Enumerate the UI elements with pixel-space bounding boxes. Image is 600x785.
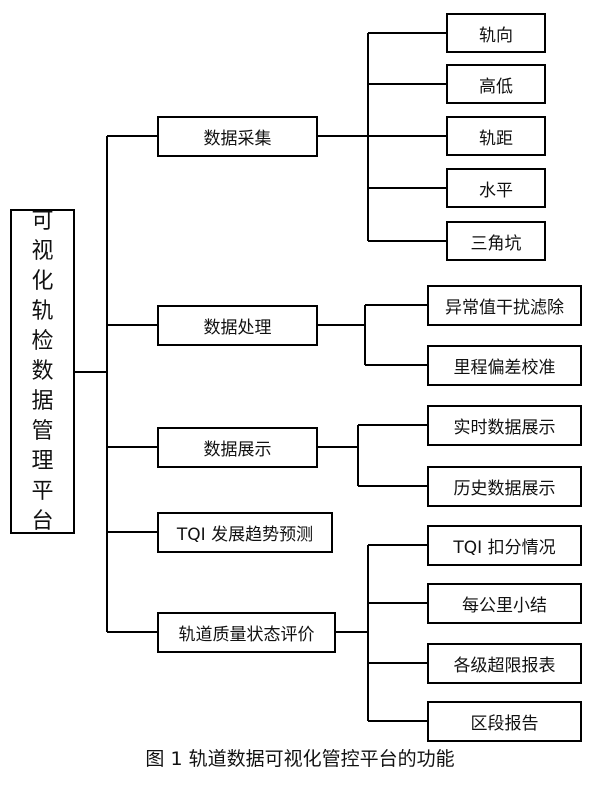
leaf-node: 三角坑 [446, 221, 546, 261]
root-label-char: 可 [31, 208, 54, 234]
leaf-label: 轨距 [479, 128, 513, 149]
leaf-label: 里程偏差校准 [453, 358, 556, 378]
group-label: 数据采集 [203, 129, 272, 149]
group-label: 轨道质量状态评价 [178, 625, 315, 645]
root-label-char: 轨 [31, 298, 54, 324]
leaf-node: 水平 [446, 168, 546, 208]
leaf-label: 区段报告 [470, 714, 539, 734]
leaf-label: 历史数据展示 [453, 479, 556, 499]
leaf-node: 轨距 [446, 116, 546, 156]
group-label: 数据处理 [203, 318, 272, 338]
figure-caption: 图 1 轨道数据可视化管控平台的功能 [145, 748, 455, 770]
leaf-node: 异常值干扰滤除 [427, 285, 582, 326]
root-label-char: 视 [31, 238, 54, 264]
group-data-processing: 数据处理 [157, 305, 318, 346]
leaf-node: TQI 扣分情况 [427, 525, 582, 566]
root-label-char: 化 [31, 268, 54, 294]
group-tqi-trend-prediction: TQI 发展趋势预测 [157, 512, 333, 553]
leaf-label: 每公里小结 [462, 596, 547, 616]
root-label: 可视化轨检数据管理平台 [31, 207, 53, 537]
leaf-node: 实时数据展示 [427, 405, 582, 446]
group-track-quality-evaluation: 轨道质量状态评价 [157, 612, 336, 653]
group-label: 数据展示 [203, 440, 272, 460]
leaf-node: 轨向 [446, 13, 546, 53]
group-label: TQI 发展趋势预测 [176, 525, 314, 545]
leaf-node: 里程偏差校准 [427, 345, 582, 386]
leaf-node: 各级超限报表 [427, 643, 582, 684]
leaf-label: 水平 [479, 180, 513, 201]
leaf-label: 实时数据展示 [453, 418, 556, 438]
root-label-char: 平 [31, 478, 54, 504]
root-label-char: 台 [31, 508, 54, 534]
leaf-label: TQI 扣分情况 [453, 538, 556, 558]
leaf-node: 高低 [446, 64, 546, 104]
group-data-collection: 数据采集 [157, 116, 318, 157]
leaf-label: 高低 [479, 76, 513, 97]
root-label-char: 据 [31, 388, 54, 414]
root-label-char: 管 [31, 418, 54, 444]
root-label-char: 检 [31, 328, 54, 354]
leaf-node: 历史数据展示 [427, 466, 582, 507]
root-node: 可视化轨检数据管理平台 [10, 209, 75, 534]
group-data-display: 数据展示 [157, 427, 318, 468]
leaf-label: 轨向 [479, 25, 513, 46]
root-label-char: 数 [31, 358, 54, 384]
leaf-node: 每公里小结 [427, 583, 582, 624]
leaf-label: 异常值干扰滤除 [445, 298, 564, 318]
leaf-label: 各级超限报表 [453, 656, 556, 676]
root-label-char: 理 [31, 448, 54, 474]
leaf-label: 三角坑 [470, 233, 522, 254]
leaf-node: 区段报告 [427, 701, 582, 742]
